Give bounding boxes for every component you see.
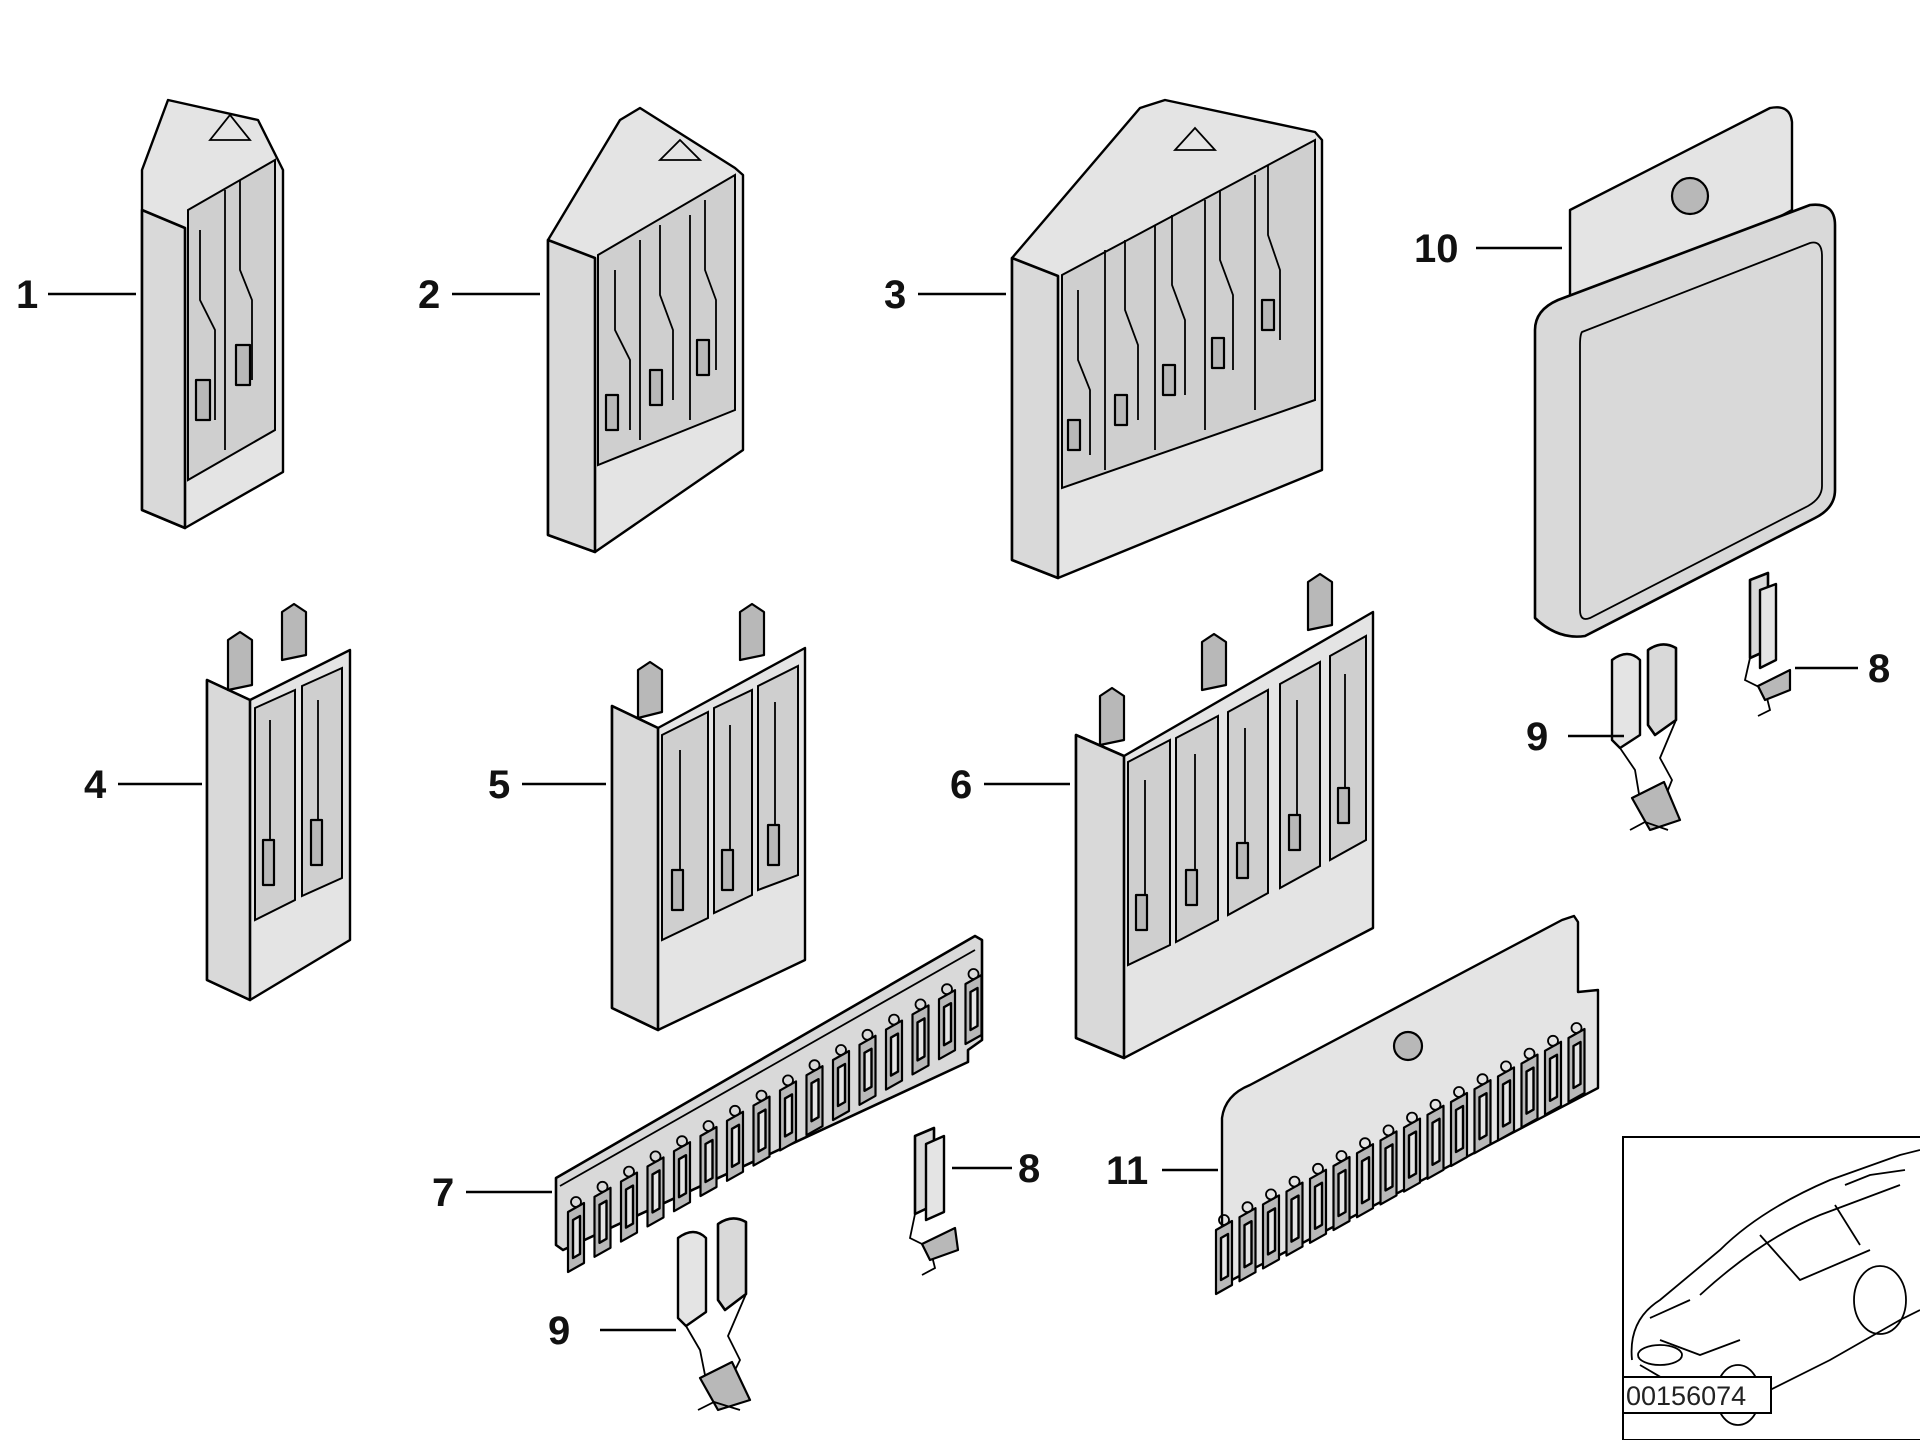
strip-7-hole — [808, 1059, 821, 1072]
strip-7-tooth-slot — [969, 986, 979, 1032]
comb-11-hole — [1288, 1175, 1301, 1188]
terminal-part-9-lower — [676, 1217, 752, 1412]
strip-7-tooth-slot — [677, 1154, 688, 1199]
terminal-part-8-lower — [908, 1126, 960, 1276]
image-id-label: 00156074 — [1626, 1381, 1746, 1411]
comb-11-tooth-slot — [1548, 1053, 1559, 1102]
strip-7-tooth-slot — [651, 1169, 661, 1214]
strip-7-hole — [888, 1013, 900, 1026]
part-10-cover-plate — [1533, 106, 1837, 638]
strip-7-hole — [570, 1196, 582, 1208]
comb-11-tooth-slot — [1290, 1194, 1300, 1243]
comb-11-hole — [1312, 1162, 1324, 1175]
comb-11-hole — [1359, 1137, 1371, 1150]
comb-11-hole — [1218, 1214, 1230, 1226]
comb-11-tooth-slot — [1266, 1207, 1277, 1256]
comb-11-tooth-slot — [1313, 1181, 1324, 1230]
part-1-connector-housing — [140, 98, 285, 530]
comb-11-hole — [1429, 1098, 1442, 1111]
comb-11-hole — [1406, 1111, 1418, 1124]
strip-7-tooth-slot — [783, 1093, 794, 1138]
strip-7-tooth-slot — [757, 1108, 767, 1153]
comb-11-hole — [1453, 1086, 1465, 1098]
strip-7-tooth-slot — [598, 1199, 608, 1244]
callout-8-upper: 8 — [1868, 647, 1890, 691]
strip-7-hole — [623, 1165, 635, 1178]
strip-7-hole — [596, 1180, 609, 1193]
comb-11-teeth — [1214, 1022, 1586, 1296]
strip-7-tooth-slot — [836, 1062, 847, 1108]
strip-7-hole — [676, 1135, 688, 1148]
comb-11-tooth-slot — [1525, 1066, 1535, 1115]
image-id-box — [1622, 1376, 1772, 1414]
strip-7-hole — [967, 968, 980, 980]
comb-11-hole — [1570, 1022, 1583, 1034]
strip-7-tooth-slot — [863, 1047, 873, 1092]
comb-11-tooth-slot — [1219, 1232, 1230, 1282]
callout-11: 11 — [1106, 1149, 1148, 1193]
strip-7-teeth — [566, 968, 983, 1274]
callout-9-lower: 9 — [548, 1309, 570, 1353]
strip-7-hole — [861, 1028, 874, 1041]
part-6-connector-housing — [1074, 572, 1375, 1060]
strip-7-tooth-slot — [571, 1214, 582, 1260]
comb-11-tooth-slot — [1243, 1220, 1253, 1269]
strip-7-tooth-slot — [730, 1123, 741, 1168]
strip-7-tooth-slot — [916, 1017, 926, 1062]
strip-7-hole — [729, 1104, 741, 1117]
comb-11-tooth-slot — [1478, 1092, 1488, 1141]
part-11-contact-comb — [1214, 914, 1600, 1296]
part-3-connector-housing — [1010, 98, 1324, 580]
strip-7-hole — [755, 1089, 768, 1102]
comb-11-tooth-slot — [1360, 1156, 1371, 1205]
comb-11-tooth-slot — [1454, 1104, 1465, 1154]
callout-8-lower: 8 — [1018, 1147, 1040, 1191]
comb-11-hole — [1265, 1188, 1277, 1201]
strip-7-tooth-slot — [889, 1032, 900, 1077]
strip-7-tooth-slot — [704, 1138, 714, 1184]
callout-3: 3 — [884, 273, 906, 317]
terminal-part-8-upper — [1743, 571, 1792, 717]
callout-5: 5 — [488, 763, 510, 807]
callout-9-upper: 9 — [1526, 715, 1548, 759]
callout-10: 10 — [1414, 227, 1459, 271]
comb-11-tooth-slot — [1384, 1143, 1394, 1192]
comb-11-tooth-slot — [1337, 1168, 1347, 1218]
comb-11-tooth-slot — [1572, 1040, 1582, 1090]
part-2-connector-housing — [546, 106, 745, 554]
strip-7-hole — [835, 1044, 847, 1056]
callout-6: 6 — [950, 763, 972, 807]
comb-11-hole — [1500, 1060, 1512, 1073]
car-outline-icon — [1630, 1149, 1920, 1426]
comb-11-tooth-slot — [1431, 1117, 1441, 1166]
callout-1: 1 — [16, 273, 38, 317]
strip-7-tooth-slot — [942, 1002, 953, 1047]
strip-7-hole — [702, 1120, 715, 1132]
comb-11-hole — [1547, 1034, 1559, 1047]
callout-2: 2 — [418, 273, 440, 317]
comb-11-hole — [1335, 1150, 1348, 1162]
comb-11-tooth-slot — [1407, 1130, 1418, 1179]
strip-7-hole — [649, 1150, 662, 1163]
part-5-connector-housing — [610, 602, 807, 1032]
part-7-contact-strip — [554, 934, 984, 1274]
strip-7-tooth-slot — [624, 1184, 635, 1229]
comb-11-hole — [1241, 1201, 1254, 1214]
strip-7-hole — [914, 998, 927, 1011]
part-4-connector-housing — [205, 602, 352, 1002]
strip-7-hole — [941, 983, 953, 996]
comb-11-hole — [1382, 1124, 1395, 1137]
comb-11-tooth-slot — [1501, 1079, 1512, 1128]
strip-7-tooth-slot — [810, 1078, 820, 1123]
comb-11-hole — [1476, 1073, 1489, 1086]
comb-11-hole — [1523, 1047, 1536, 1060]
callout-4: 4 — [84, 763, 107, 807]
strip-7-hole — [782, 1074, 794, 1087]
terminal-part-9-upper — [1610, 643, 1682, 832]
callout-7: 7 — [432, 1171, 454, 1215]
